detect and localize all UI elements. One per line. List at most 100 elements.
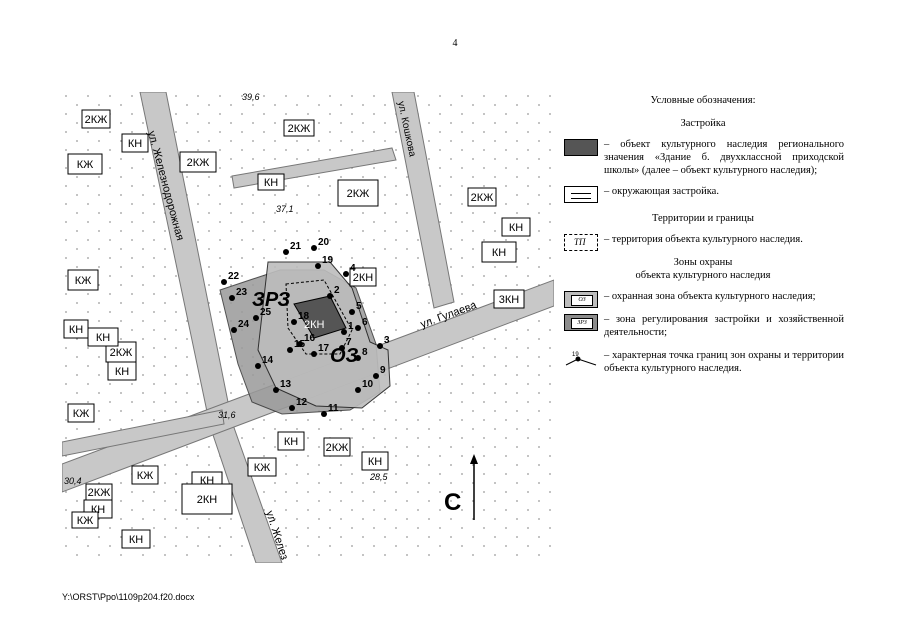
building-label: 2КЖ: [187, 157, 210, 169]
security-zone-swatch: ОЗ: [564, 291, 598, 308]
boundary-point: [291, 319, 297, 325]
building-label: 2КЖ: [471, 192, 494, 204]
territory-swatch: ТП: [564, 234, 598, 251]
legend-section-buildings: Застройка: [680, 118, 726, 129]
building-outline: [283, 119, 315, 137]
legend-text-security-zone: – охранная зона объекта культурного насл…: [604, 291, 816, 302]
boundary-point-label: 13: [280, 379, 292, 390]
boundary-point: [297, 341, 303, 347]
boundary-point-label: 18: [298, 311, 310, 322]
boundary-point: [355, 355, 361, 361]
boundary-point: [321, 411, 327, 417]
boundary-point-label: 19: [322, 255, 334, 266]
building-outline: [71, 511, 99, 529]
boundary-point-label: 8: [362, 347, 368, 358]
boundary-point-label: 9: [380, 365, 386, 376]
boundary-point-label: 12: [296, 397, 308, 408]
boundary-point-label: 1: [348, 321, 354, 332]
building-label: КЖ: [77, 515, 94, 527]
building-outline: [121, 133, 149, 153]
legend: Условные обозначения: Застройка – объект…: [562, 92, 844, 375]
boundary-point: [231, 327, 237, 333]
boundary-point-label: 16: [304, 333, 316, 344]
legend-item-environment: – окружающая застройка.: [562, 185, 844, 203]
boundary-point-label: 5: [356, 301, 362, 312]
building-label: КЖ: [254, 462, 271, 474]
building-outline: [493, 289, 525, 309]
legend-text-environment: – окружающая застройка.: [604, 186, 719, 197]
building-outline: [179, 151, 217, 173]
regulation-zone-swatch: ЗРЗ: [564, 314, 598, 331]
legend-item-territory: ТП – территория объекта культурного насл…: [562, 233, 844, 251]
environment-swatch: [564, 186, 598, 203]
building-label: КН: [284, 436, 298, 448]
boundary-point: [311, 351, 317, 357]
north-label: С: [444, 489, 461, 516]
building-label: 2КЖ: [288, 123, 311, 135]
legend-item-security-zone: ОЗ – охранная зона объекта культурного н…: [562, 290, 844, 308]
legend-item-regulation-zone: ЗРЗ – зона регулирования застройки и хоз…: [562, 313, 844, 339]
building-label: КЖ: [137, 470, 154, 482]
road-koshkova: [391, 92, 455, 309]
road-west: [62, 409, 225, 457]
building-label: 2КЖ: [85, 114, 108, 126]
building-outline: [361, 451, 389, 471]
building-outline: [67, 403, 95, 423]
boundary-point-label: 24: [238, 319, 250, 330]
building-outline: [323, 437, 351, 457]
building-outline: [181, 483, 233, 515]
building-outline: [277, 431, 305, 451]
building-label: КН: [509, 222, 523, 234]
building-outline: [81, 109, 111, 129]
building-outline: [107, 361, 137, 381]
building-outline: [87, 327, 119, 347]
legend-item-point: 19 – характерная точка границ зон охраны…: [562, 349, 844, 375]
elevation-mark-1: 39,6: [242, 92, 260, 102]
building-label: 2КЖ: [88, 487, 111, 499]
building-outline: [467, 187, 497, 207]
legend-title: Условные обозначения:: [650, 95, 756, 106]
boundary-point-label: 11: [328, 403, 339, 414]
building-outline: [121, 529, 151, 549]
building-label: КЖ: [75, 275, 92, 287]
building-label: 2КЖ: [326, 442, 349, 454]
north-arrow: С: [444, 454, 478, 520]
building-label: КН: [129, 534, 143, 546]
boundary-point-label: 21: [290, 241, 302, 252]
legend-text-point: – характерная точка границ зон охраны и …: [604, 350, 844, 374]
boundary-point: [339, 345, 345, 351]
territory-boundary: [285, 279, 353, 355]
zone-oz-label: ОЗ: [330, 345, 359, 367]
building-outline: [481, 241, 517, 263]
zone-zrz-label: ЗРЗ: [252, 289, 290, 311]
boundary-point: [283, 249, 289, 255]
boundary-point-label: 3: [384, 335, 390, 346]
legend-section-territories: Территории и границы: [652, 213, 754, 224]
boundary-point: [355, 387, 361, 393]
building-outline: [67, 269, 99, 291]
building-label: КН: [128, 138, 142, 150]
boundary-point: [229, 295, 235, 301]
boundary-point: [289, 405, 295, 411]
boundary-point: [327, 293, 333, 299]
building-outline: [337, 179, 379, 207]
boundary-point: [255, 363, 261, 369]
elevation-mark-5: 30,4: [64, 476, 82, 486]
building-label: 2КН: [353, 272, 374, 284]
boundary-point-label: 22: [228, 271, 240, 282]
boundary-point: [343, 271, 349, 277]
heritage-swatch: [564, 139, 598, 156]
building-outline: [349, 267, 377, 287]
boundary-point: [377, 343, 383, 349]
elevation-mark-3: 31,6: [218, 410, 236, 420]
security-zone-swatch-text: ОЗ: [571, 295, 593, 306]
boundary-point-label: 2: [334, 285, 340, 296]
boundary-point: [341, 329, 347, 335]
building-label: 2КЖ: [347, 188, 370, 200]
legend-text-territory: – территория объекта культурного наследи…: [604, 234, 803, 245]
boundary-point-label: 17: [318, 343, 330, 354]
boundary-point: [349, 309, 355, 315]
elevation-mark-4: 28,5: [369, 472, 389, 482]
territory-swatch-text: ТП: [574, 237, 586, 247]
building-outline: [247, 457, 277, 477]
